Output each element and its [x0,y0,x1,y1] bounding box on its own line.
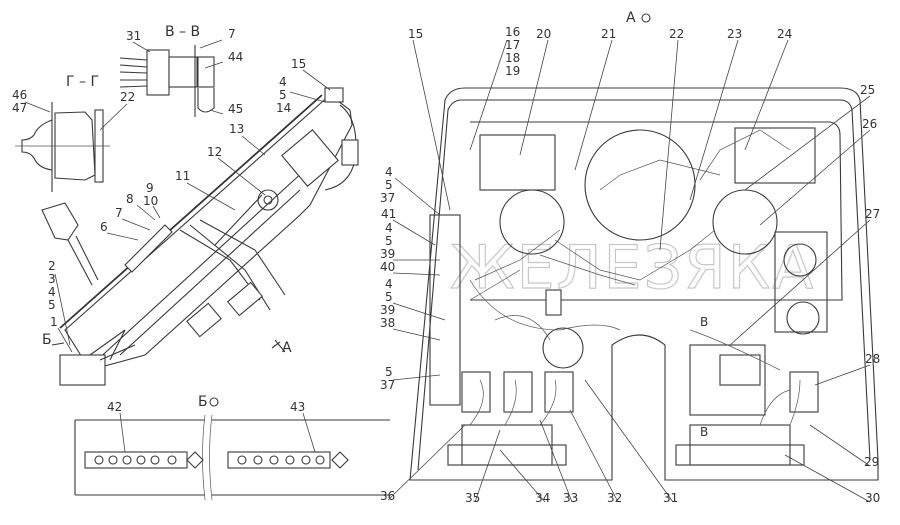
callout: 39 [380,247,395,261]
callout: 45 [228,102,243,116]
callout: 5 [385,290,393,304]
callout: 5 [385,365,393,379]
callout: 29 [864,455,879,469]
panel-front-view: А В В [409,10,879,481]
callout: 16 [505,25,520,39]
callouts-front: 15 16 17 18 19 20 21 22 23 24 25 26 27 2… [380,25,880,505]
callout: 7 [228,27,236,41]
callout: 5 [279,88,287,102]
callout: 3 [48,272,56,286]
view-b-marker: Б [42,332,52,348]
callout: 22 [120,90,135,104]
section-v-v: В – В [119,24,215,117]
callout: 46 [12,88,27,102]
callout: 22 [669,27,684,41]
callout: 19 [505,64,520,78]
callout: 15 [408,27,423,41]
callout: 4 [279,75,287,89]
callout: 9 [146,181,154,195]
callout: 37 [380,191,395,205]
callouts-bottom: 42 43 [107,400,316,453]
callout: 20 [536,27,551,41]
section-g-title: Г – Г [66,74,99,90]
callout: 41 [381,207,396,221]
callout: 28 [865,352,880,366]
callout: 38 [380,316,395,330]
callout: 25 [860,83,875,97]
cut-v-bottom: В [700,425,708,439]
callout: 5 [48,298,56,312]
view-a-rotated-title: А [626,10,636,26]
callout: 18 [505,51,520,65]
view-b-panels: Б [74,394,390,501]
callout: 5 [385,178,393,192]
callout: 32 [607,491,622,505]
callout: 39 [380,303,395,317]
callout: 10 [143,194,158,208]
callout: 15 [291,57,306,71]
callout: 11 [175,169,190,183]
callout: 8 [126,192,134,206]
callout: 23 [727,27,742,41]
callout: 43 [290,400,305,414]
callout: 31 [126,29,141,43]
callout: 26 [862,117,877,131]
callout: 42 [107,400,122,414]
callout: 4 [385,277,393,291]
callout: 14 [276,101,291,115]
callout: 37 [380,378,395,392]
callout: 31 [663,491,678,505]
watermark: ЖЕЛЕЗЯКА [450,233,815,303]
callout: 1 [50,315,58,329]
callout: 36 [380,489,395,503]
callout: 12 [207,145,222,159]
callout: 17 [505,38,520,52]
callouts-side: 31 7 44 45 15 4 5 14 13 12 11 9 10 8 7 6… [12,27,331,353]
console-side-view: А Б [41,87,359,386]
callout: 47 [12,101,27,115]
callout: 13 [229,122,244,136]
callout: 30 [865,491,880,505]
callout: 35 [465,491,480,505]
callout: 21 [601,27,616,41]
callout: 5 [385,234,393,248]
view-b-rotated-title: Б [198,394,208,410]
callout: 24 [777,27,792,41]
section-g-g: Г – Г [15,74,110,192]
callout: 4 [48,285,56,299]
callout: 6 [100,220,108,234]
callout: 27 [865,207,880,221]
section-v-title: В – В [165,24,200,40]
cut-v-top: В [700,315,708,329]
callout: 4 [385,165,393,179]
view-a-marker: А [282,340,292,356]
callout: 40 [380,260,395,274]
callout: 4 [385,221,393,235]
callout: 7 [115,206,123,220]
callout: 2 [48,259,56,273]
callout: 44 [228,50,243,64]
